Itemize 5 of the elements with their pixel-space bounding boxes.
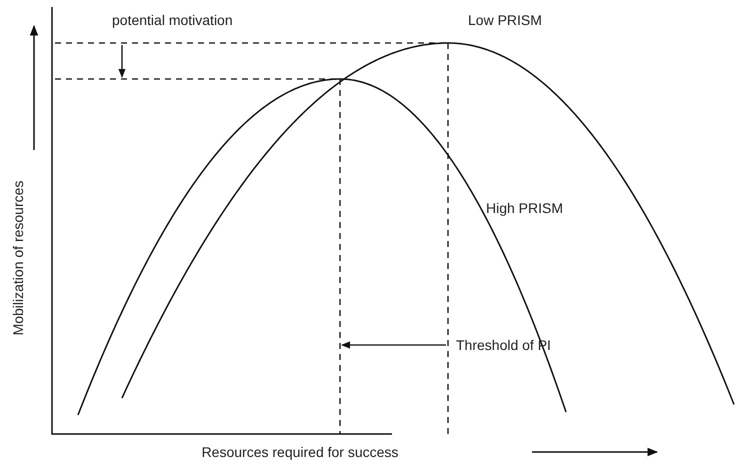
axis-label: Mobilization of resources bbox=[10, 180, 26, 336]
curve-label: Low PRISM bbox=[468, 12, 542, 28]
curve-label: High PRISM bbox=[486, 200, 564, 216]
annotation-label: potential motivation bbox=[112, 12, 233, 28]
axis-label: Resources required for success bbox=[202, 444, 398, 460]
